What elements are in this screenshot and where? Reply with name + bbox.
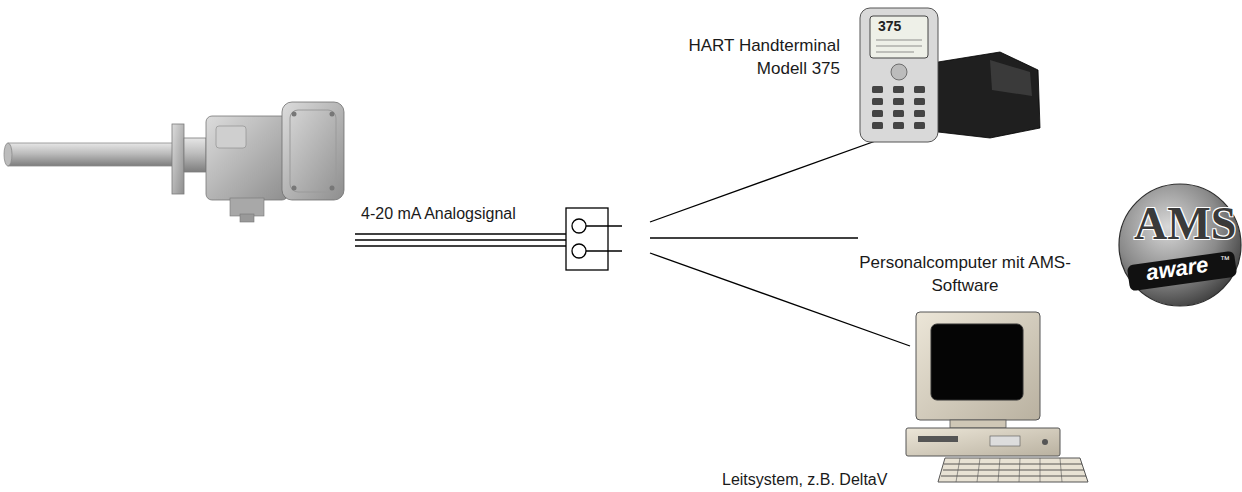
caption-text: Personalcomputer mit AMS-Software: [858, 251, 1072, 297]
device-caption: HART Handterminal Modell 375: [668, 34, 840, 80]
computer: [906, 312, 1088, 482]
caption-text: Leitsystem, z.B. DeltaV: [722, 470, 887, 490]
logo-text: aware: [1145, 252, 1210, 286]
hart-terminal: [860, 8, 1040, 142]
trademark-mark: ™: [1220, 254, 1230, 266]
caption-text: HART Handterminal Modell 375: [668, 34, 840, 80]
terminal-block: [566, 208, 622, 270]
signal-wires: [355, 234, 566, 246]
device-caption: Leitsystem, z.B. DeltaV: [722, 470, 887, 490]
device-caption: Personalcomputer mit AMS-Software: [858, 251, 1072, 297]
screen-text: 375: [878, 18, 901, 34]
connection-lines: [650, 134, 910, 346]
logo-text: AMS: [1134, 198, 1236, 251]
ams-logo: [1119, 184, 1241, 306]
signal-label: 4-20 mA Analogsignal: [361, 205, 516, 223]
analyser-probe: [4, 102, 344, 222]
